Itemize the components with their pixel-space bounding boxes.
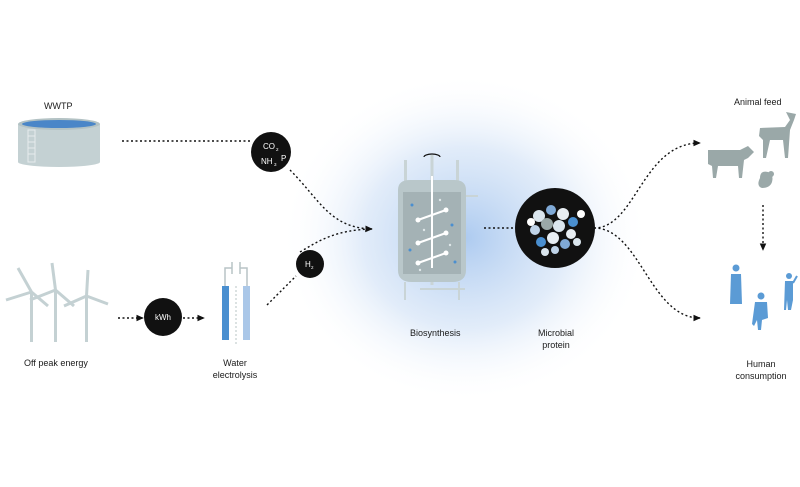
adult-person-icon: [730, 264, 742, 304]
wind-turbine-icon: [5, 262, 109, 342]
h2-bubble: H 2: [296, 250, 324, 278]
microbial-protein-line-1: Microbial: [537, 328, 574, 338]
protein-cell-icon: [533, 210, 545, 222]
co2-label: CO: [263, 142, 275, 151]
cow-icon: [708, 146, 754, 178]
kwh-label: kWh: [155, 313, 171, 322]
protein-cell-icon: [551, 246, 559, 254]
electrolysis-cell-icon: [222, 262, 250, 346]
protein-cell-icon: [541, 218, 553, 230]
co2-nh3-p-bubble: CO 2 NH 3 P: [251, 132, 291, 172]
connectors: [118, 139, 767, 322]
human-consumption-line-1: Human: [746, 359, 776, 369]
protein-cell-icon: [546, 205, 556, 215]
protein-cell-icon: [553, 220, 565, 232]
microbial-protein-line-2: protein: [542, 340, 570, 350]
bioreactor-icon: [398, 153, 478, 300]
water-electrolysis-line-2: electrolysis: [212, 370, 258, 380]
human-consumption-line-2: consumption: [735, 371, 787, 381]
wwtp-label: WWTP: [44, 101, 73, 111]
microbial-protein-icon: [515, 188, 595, 268]
off-peak-energy-label: Off peak energy: [24, 358, 88, 368]
co2-subscript: 2: [276, 147, 279, 152]
h2-label: H: [305, 260, 311, 269]
child-person-icon: [752, 292, 768, 330]
water-electrolysis-line-1: Water: [223, 358, 247, 368]
human-consumption-label: Human consumption: [728, 358, 794, 382]
horse-icon: [759, 112, 796, 158]
protein-cell-icon: [560, 239, 570, 249]
waving-person-icon: [784, 273, 798, 310]
chicken-icon: [758, 171, 774, 188]
protein-cell-icon: [577, 210, 585, 218]
protein-cell-icon: [557, 208, 569, 220]
protein-cell-icon: [530, 225, 540, 235]
biosynthesis-label: Biosynthesis: [410, 328, 461, 338]
h2-subscript: 2: [311, 265, 314, 270]
animal-feed-label: Animal feed: [734, 97, 782, 107]
protein-cell-icon: [566, 229, 576, 239]
water-electrolysis-label: Water electrolysis: [205, 357, 265, 381]
protein-cell-icon: [573, 238, 581, 246]
microbial-protein-label: Microbial protein: [528, 327, 584, 351]
protein-cell-icon: [568, 217, 578, 227]
protein-cell-icon: [536, 237, 546, 247]
protein-cell-icon: [527, 218, 535, 226]
p-label: P: [281, 154, 286, 163]
nh3-subscript: 3: [274, 162, 277, 167]
nh3-label: NH: [261, 157, 273, 166]
protein-cell-icon: [541, 248, 549, 256]
protein-cell-icon: [547, 232, 559, 244]
kwh-bubble: kWh: [144, 298, 182, 336]
wwtp-tank-icon: [18, 118, 100, 167]
